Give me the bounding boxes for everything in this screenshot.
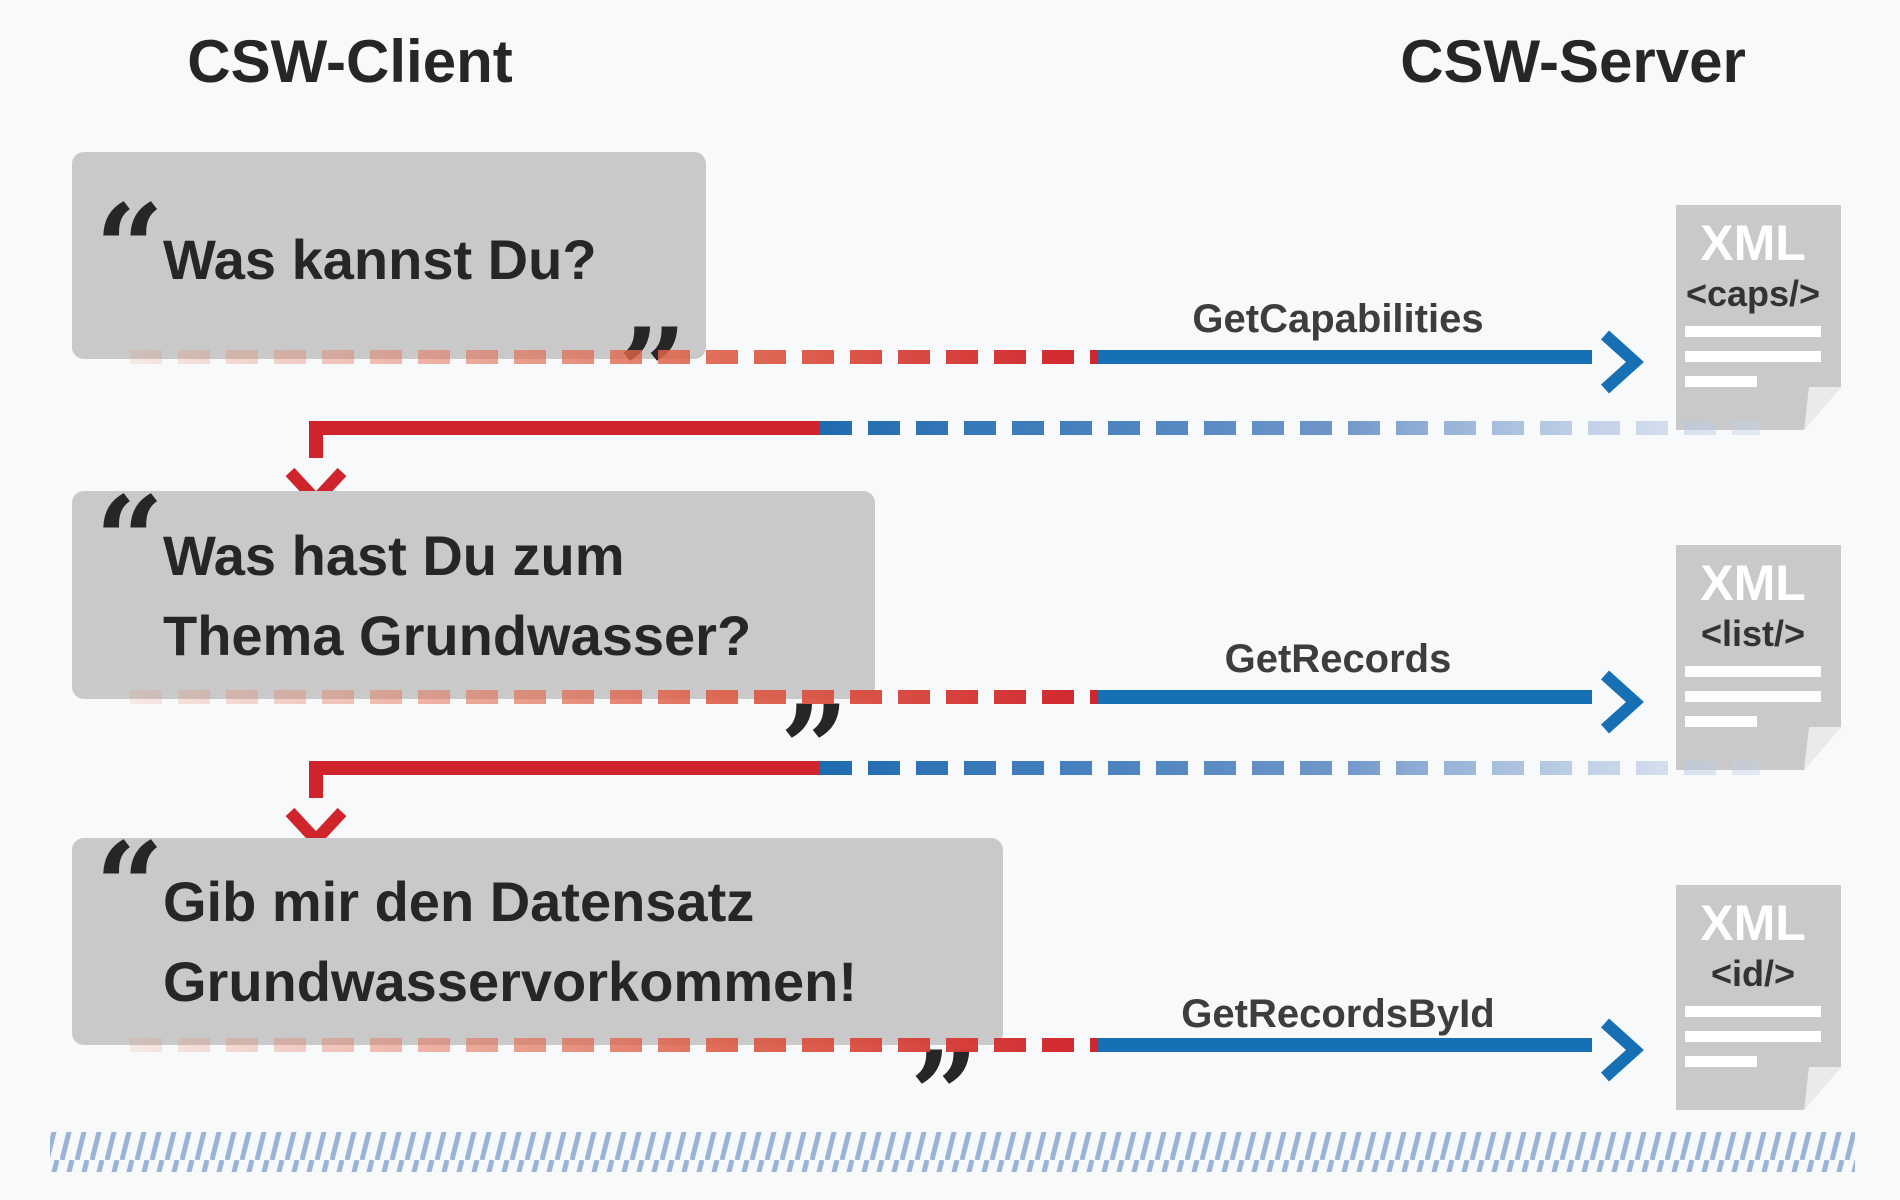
question-line: Thema Grundwasser? bbox=[163, 604, 751, 667]
document-text-line bbox=[1685, 1056, 1757, 1067]
document-tag: <caps/> bbox=[1686, 273, 1820, 314]
chevron-arrow-icon bbox=[285, 807, 347, 849]
question-bubble bbox=[72, 152, 706, 359]
exchange-1: “ Was kannst Du? „ GetCapabilities XML <… bbox=[72, 152, 1841, 430]
bottom-hatch-band bbox=[50, 1132, 1855, 1172]
client-heading: CSW-Client bbox=[187, 28, 512, 95]
response-line-client bbox=[309, 421, 820, 458]
server-heading: CSW-Server bbox=[1400, 28, 1746, 95]
document-text-line bbox=[1685, 666, 1821, 677]
document-text-line bbox=[1685, 326, 1821, 337]
question-bubble bbox=[72, 491, 875, 699]
response-1 bbox=[285, 421, 1760, 509]
response-2 bbox=[285, 761, 1760, 849]
question-line: Was kannst Du? bbox=[163, 228, 597, 291]
request-label: GetRecordsById bbox=[1181, 992, 1494, 1036]
request-label: GetRecords bbox=[1225, 637, 1452, 681]
exchange-3: “ Gib mir den Datensatz Grundwasservorko… bbox=[72, 816, 1841, 1110]
document-fold bbox=[1804, 1067, 1841, 1110]
quote-open-icon: “ bbox=[95, 470, 164, 611]
xml-document-icon bbox=[1676, 885, 1841, 1110]
question-line: Was hast Du zum bbox=[163, 524, 625, 587]
document-text-line bbox=[1685, 351, 1821, 362]
question-bubble bbox=[72, 838, 1003, 1045]
document-title: XML bbox=[1700, 215, 1806, 271]
chevron-arrow-icon bbox=[1600, 670, 1644, 734]
quote-close-icon: „ bbox=[782, 610, 851, 751]
document-text-line bbox=[1685, 1006, 1821, 1017]
document-tag: <list/> bbox=[1701, 613, 1805, 654]
document-title: XML bbox=[1700, 895, 1806, 951]
exchange-2: “ Was hast Du zum Thema Grundwasser? „ G… bbox=[72, 470, 1841, 770]
quote-close-icon: „ bbox=[912, 956, 981, 1097]
document-fold bbox=[1804, 727, 1841, 770]
document-tag: <id/> bbox=[1711, 953, 1795, 994]
document-text-line bbox=[1685, 691, 1821, 702]
document-fold bbox=[1804, 387, 1841, 430]
question-line: Grundwasservorkommen! bbox=[163, 950, 857, 1013]
document-text-line bbox=[1685, 716, 1757, 727]
document-text-line bbox=[1685, 376, 1757, 387]
quote-open-icon: “ bbox=[95, 816, 164, 957]
chevron-arrow-icon bbox=[1600, 1018, 1644, 1082]
document-title: XML bbox=[1700, 555, 1806, 611]
chevron-arrow-icon bbox=[1600, 330, 1644, 394]
question-line: Gib mir den Datensatz bbox=[163, 870, 754, 933]
response-line-client bbox=[309, 761, 820, 798]
document-text-line bbox=[1685, 1031, 1821, 1042]
quote-open-icon: “ bbox=[95, 178, 164, 319]
xml-document-icon bbox=[1676, 205, 1841, 430]
xml-document-icon bbox=[1676, 545, 1841, 770]
request-label: GetCapabilities bbox=[1192, 297, 1483, 341]
